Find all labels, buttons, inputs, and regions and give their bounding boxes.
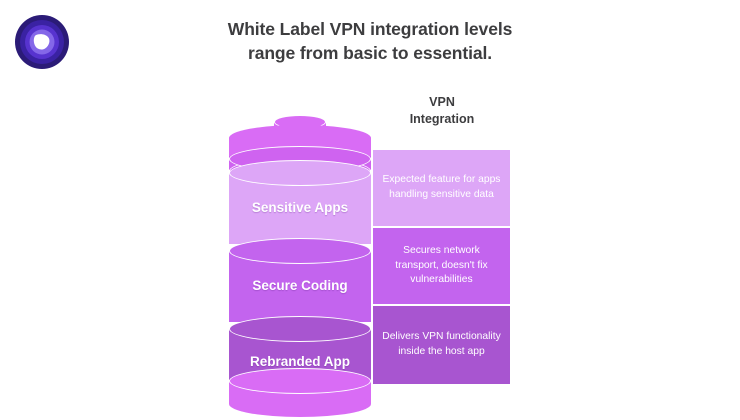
segment-2-top-edge xyxy=(229,238,371,264)
column-header-line-1: VPN xyxy=(429,95,455,109)
segment-1-top-edge xyxy=(229,160,371,186)
cylinder-segment-sensitive-apps[interactable]: Sensitive Apps xyxy=(229,160,371,244)
segment-3-top-edge xyxy=(229,316,371,342)
logo-triangle-mark xyxy=(33,34,50,50)
page-title-line-2: range from basic to essential. xyxy=(247,42,493,63)
info-block-3-text: Delivers VPN functionality inside the ho… xyxy=(382,331,501,357)
info-block-rebranded-app[interactable]: Delivers VPN functionality inside the ho… xyxy=(373,306,510,384)
purevpn-shield-logo-svg xyxy=(15,15,69,69)
column-header-vpn-integration: VPN Integration xyxy=(372,94,512,129)
segment-1-label: Sensitive Apps xyxy=(251,200,349,215)
cylinder-segment-rebranded-app[interactable]: Rebranded App xyxy=(229,316,371,396)
info-block-2-text: Secures network transport, doesn't fix v… xyxy=(395,244,488,286)
info-block-sensitive-apps[interactable]: Expected feature for apps handling sensi… xyxy=(373,150,510,226)
segment-2-label: Secure Coding xyxy=(252,278,348,293)
info-block-secure-coding[interactable]: Secures network transport, doesn't fix v… xyxy=(373,228,510,304)
cylinder-base-bottom-ellipse xyxy=(229,391,371,417)
segment-3-label: Rebranded App xyxy=(249,354,350,369)
page-title-line-1: White Label VPN integration levels xyxy=(227,19,513,39)
page-title: White Label VPN integration levels range… xyxy=(190,18,550,65)
cylinder-base-top-edge xyxy=(229,368,371,394)
brand-logo xyxy=(14,14,70,70)
cylinder-base xyxy=(229,368,371,420)
column-header-line-2: Integration xyxy=(409,112,475,127)
cylinder-segment-secure-coding[interactable]: Secure Coding xyxy=(229,238,371,322)
info-block-1-text: Expected feature for apps handling sensi… xyxy=(382,174,501,200)
